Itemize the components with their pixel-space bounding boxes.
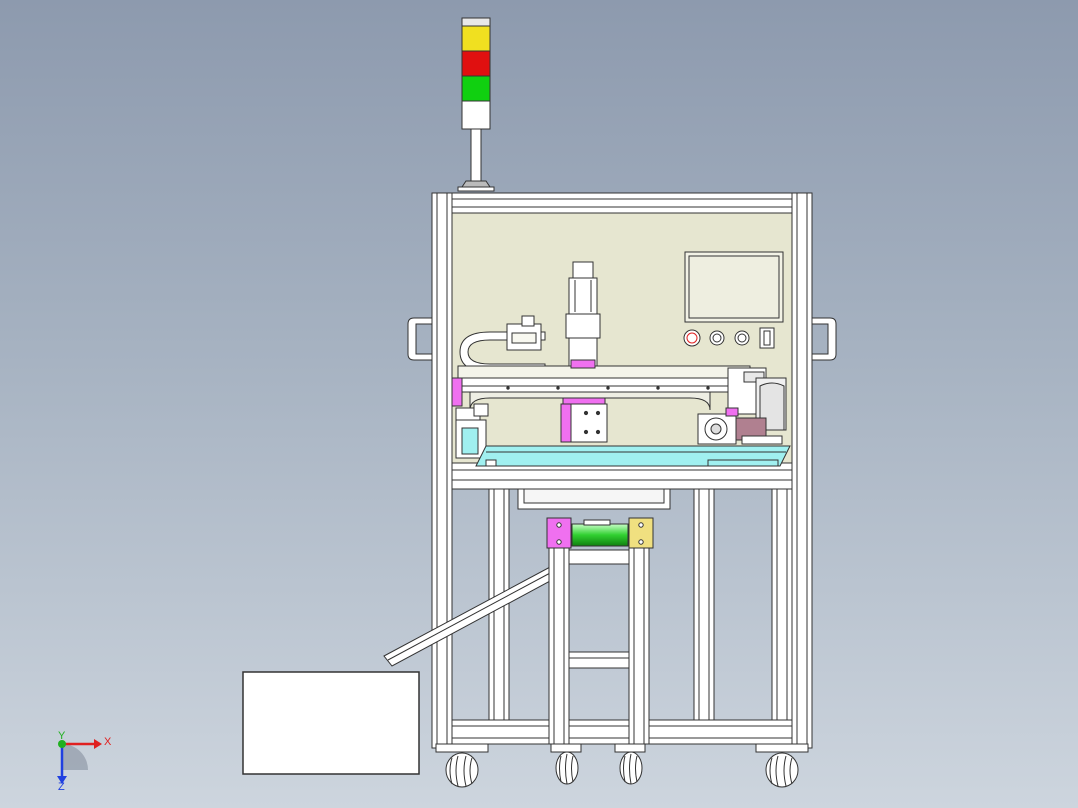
collection-bin [242,671,420,775]
collection-tray [517,488,671,510]
signal-lamp-yellow [461,25,491,52]
vertical-actuator [560,261,608,443]
caster-wheel [550,743,582,785]
machine-frame [431,192,813,749]
z-axis-label: Z [58,781,65,793]
x-axis-label: X [104,736,112,748]
y-axis-dot [58,740,66,748]
caster-wheel [755,743,809,788]
caster-wheels [435,743,809,788]
servo-motor [697,367,787,445]
lower-stand [548,547,650,745]
signal-lamp-green [461,75,491,102]
door-handles [407,317,837,361]
gantry-beam [457,365,751,411]
start-button [709,330,725,346]
emergency-stop-button [683,329,701,347]
stop-button [734,330,750,346]
caster-wheel [614,743,646,785]
actuator-mount-block [570,359,596,369]
coordinate-triad: X Y Z [57,730,112,793]
left-guide-assembly [451,377,489,459]
pneumatic-cylinder [546,517,654,549]
discharge-chute [383,565,553,667]
signal-lamp-red [461,50,491,77]
worktable [475,445,791,467]
caster-wheel [435,743,489,788]
hmi-screen [684,251,784,323]
signal-tower [457,17,495,192]
control-buttons [683,327,775,349]
y-axis-label: Y [58,730,66,742]
